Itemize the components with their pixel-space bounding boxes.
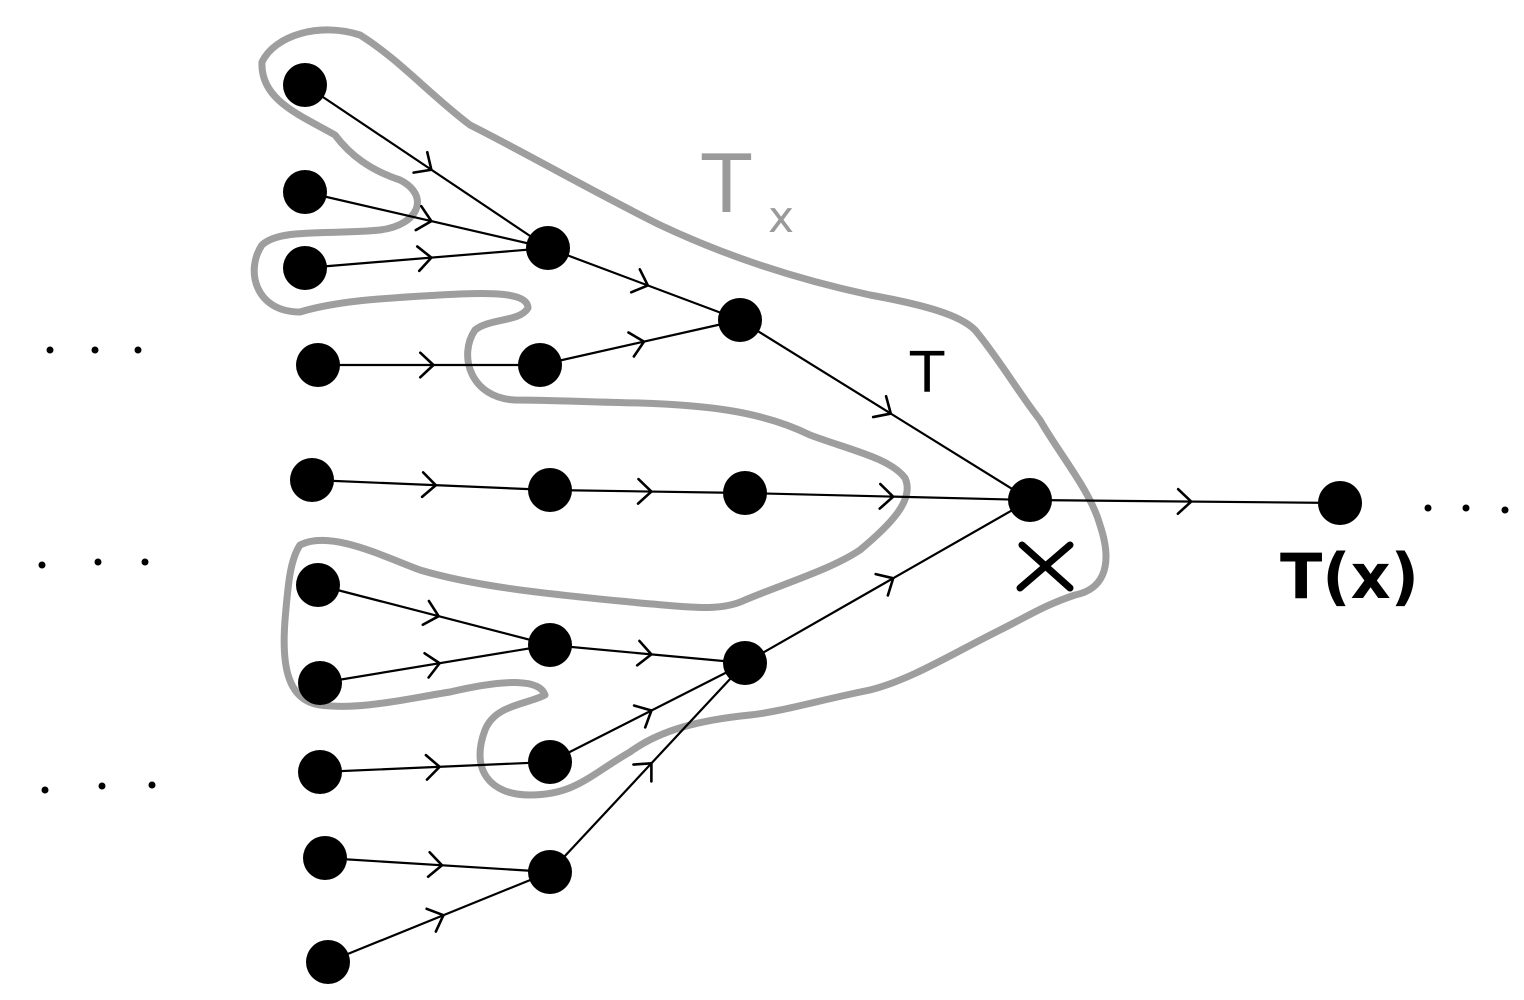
edge-a8-b5 xyxy=(318,760,552,774)
node-c1 xyxy=(718,298,762,342)
arrowhead-a10-b6 xyxy=(425,907,445,933)
edge-x-tx xyxy=(1028,498,1342,505)
x-marker xyxy=(1016,541,1074,592)
arrowhead-a4-b2 xyxy=(418,351,435,379)
node-x xyxy=(1008,478,1052,522)
arrowhead-a5-b3 xyxy=(420,471,438,499)
node-b4 xyxy=(528,623,572,667)
arrowhead-b2-c1 xyxy=(627,331,646,358)
node-b1 xyxy=(526,226,570,270)
arrowhead-b4-c3 xyxy=(635,639,653,667)
node-a4 xyxy=(296,343,340,387)
arrowhead-c3-x xyxy=(874,572,895,597)
edge-a2-b1 xyxy=(303,190,550,250)
node-a10 xyxy=(306,940,350,984)
node-b3 xyxy=(528,468,572,512)
edge-a5-b3 xyxy=(310,478,552,492)
node-a2 xyxy=(283,170,327,214)
nodes xyxy=(283,63,1362,984)
image-label: T(x) xyxy=(1280,540,1419,613)
edges xyxy=(303,83,1342,964)
ellipsis-left-2 xyxy=(38,558,149,569)
edge-a9-b6 xyxy=(323,856,552,874)
edge-c1-x xyxy=(738,318,1032,502)
arrowhead-c1-x xyxy=(871,394,893,419)
node-b2 xyxy=(518,343,562,387)
node-c2 xyxy=(723,471,767,515)
node-a8 xyxy=(298,750,342,794)
edge-a3-b1 xyxy=(303,246,550,270)
arrowhead-a9-b6 xyxy=(426,850,444,879)
node-a9 xyxy=(303,836,347,880)
edge-b2-c1 xyxy=(538,318,742,367)
subtree-label: T xyxy=(701,138,752,231)
edge-a7-b4 xyxy=(318,643,552,685)
arrowhead-b1-c1 xyxy=(629,268,650,294)
arrowhead-a7-b4 xyxy=(423,651,441,679)
arrowhead-b3-c2 xyxy=(636,477,653,505)
arrowhead-a6-b4 xyxy=(421,599,440,627)
node-b5 xyxy=(528,740,572,784)
map-label: T xyxy=(909,341,945,406)
arrowhead-a1-b1 xyxy=(412,150,433,174)
edge-c2-x xyxy=(743,491,1032,502)
subtree-outline xyxy=(250,26,1110,799)
edge-b6-c3 xyxy=(548,661,747,874)
node-c3 xyxy=(723,641,767,685)
edge-b3-c2 xyxy=(548,488,747,495)
node-a6 xyxy=(296,563,340,607)
arrowhead-x-tx xyxy=(1176,487,1193,516)
arrowhead-b6-c3 xyxy=(632,762,653,783)
arrowhead-b5-c3 xyxy=(632,704,653,729)
node-a1 xyxy=(283,63,327,107)
arrowhead-a3-b1 xyxy=(415,245,433,273)
edge-a1-b1 xyxy=(303,83,550,250)
arrowhead-a2-b1 xyxy=(414,204,433,232)
edge-a6-b4 xyxy=(316,583,552,647)
arrowheads xyxy=(412,150,1193,933)
ellipsis-right xyxy=(1424,504,1509,514)
edge-b4-c3 xyxy=(548,643,747,665)
ellipsis-left-1 xyxy=(46,346,142,354)
ellipsis-left-3 xyxy=(41,781,156,794)
node-a7 xyxy=(298,661,342,705)
node-tx xyxy=(1318,481,1362,525)
subtree-subscript: x xyxy=(768,192,794,243)
arrowhead-a8-b5 xyxy=(424,753,441,781)
edge-c3-x xyxy=(743,498,1032,665)
node-b6 xyxy=(528,850,572,894)
edge-b1-c1 xyxy=(546,246,742,322)
edge-b5-c3 xyxy=(548,661,747,764)
node-a5 xyxy=(290,458,334,502)
edge-a10-b6 xyxy=(326,870,552,964)
node-a3 xyxy=(283,246,327,290)
arrowhead-c2-x xyxy=(878,482,895,510)
